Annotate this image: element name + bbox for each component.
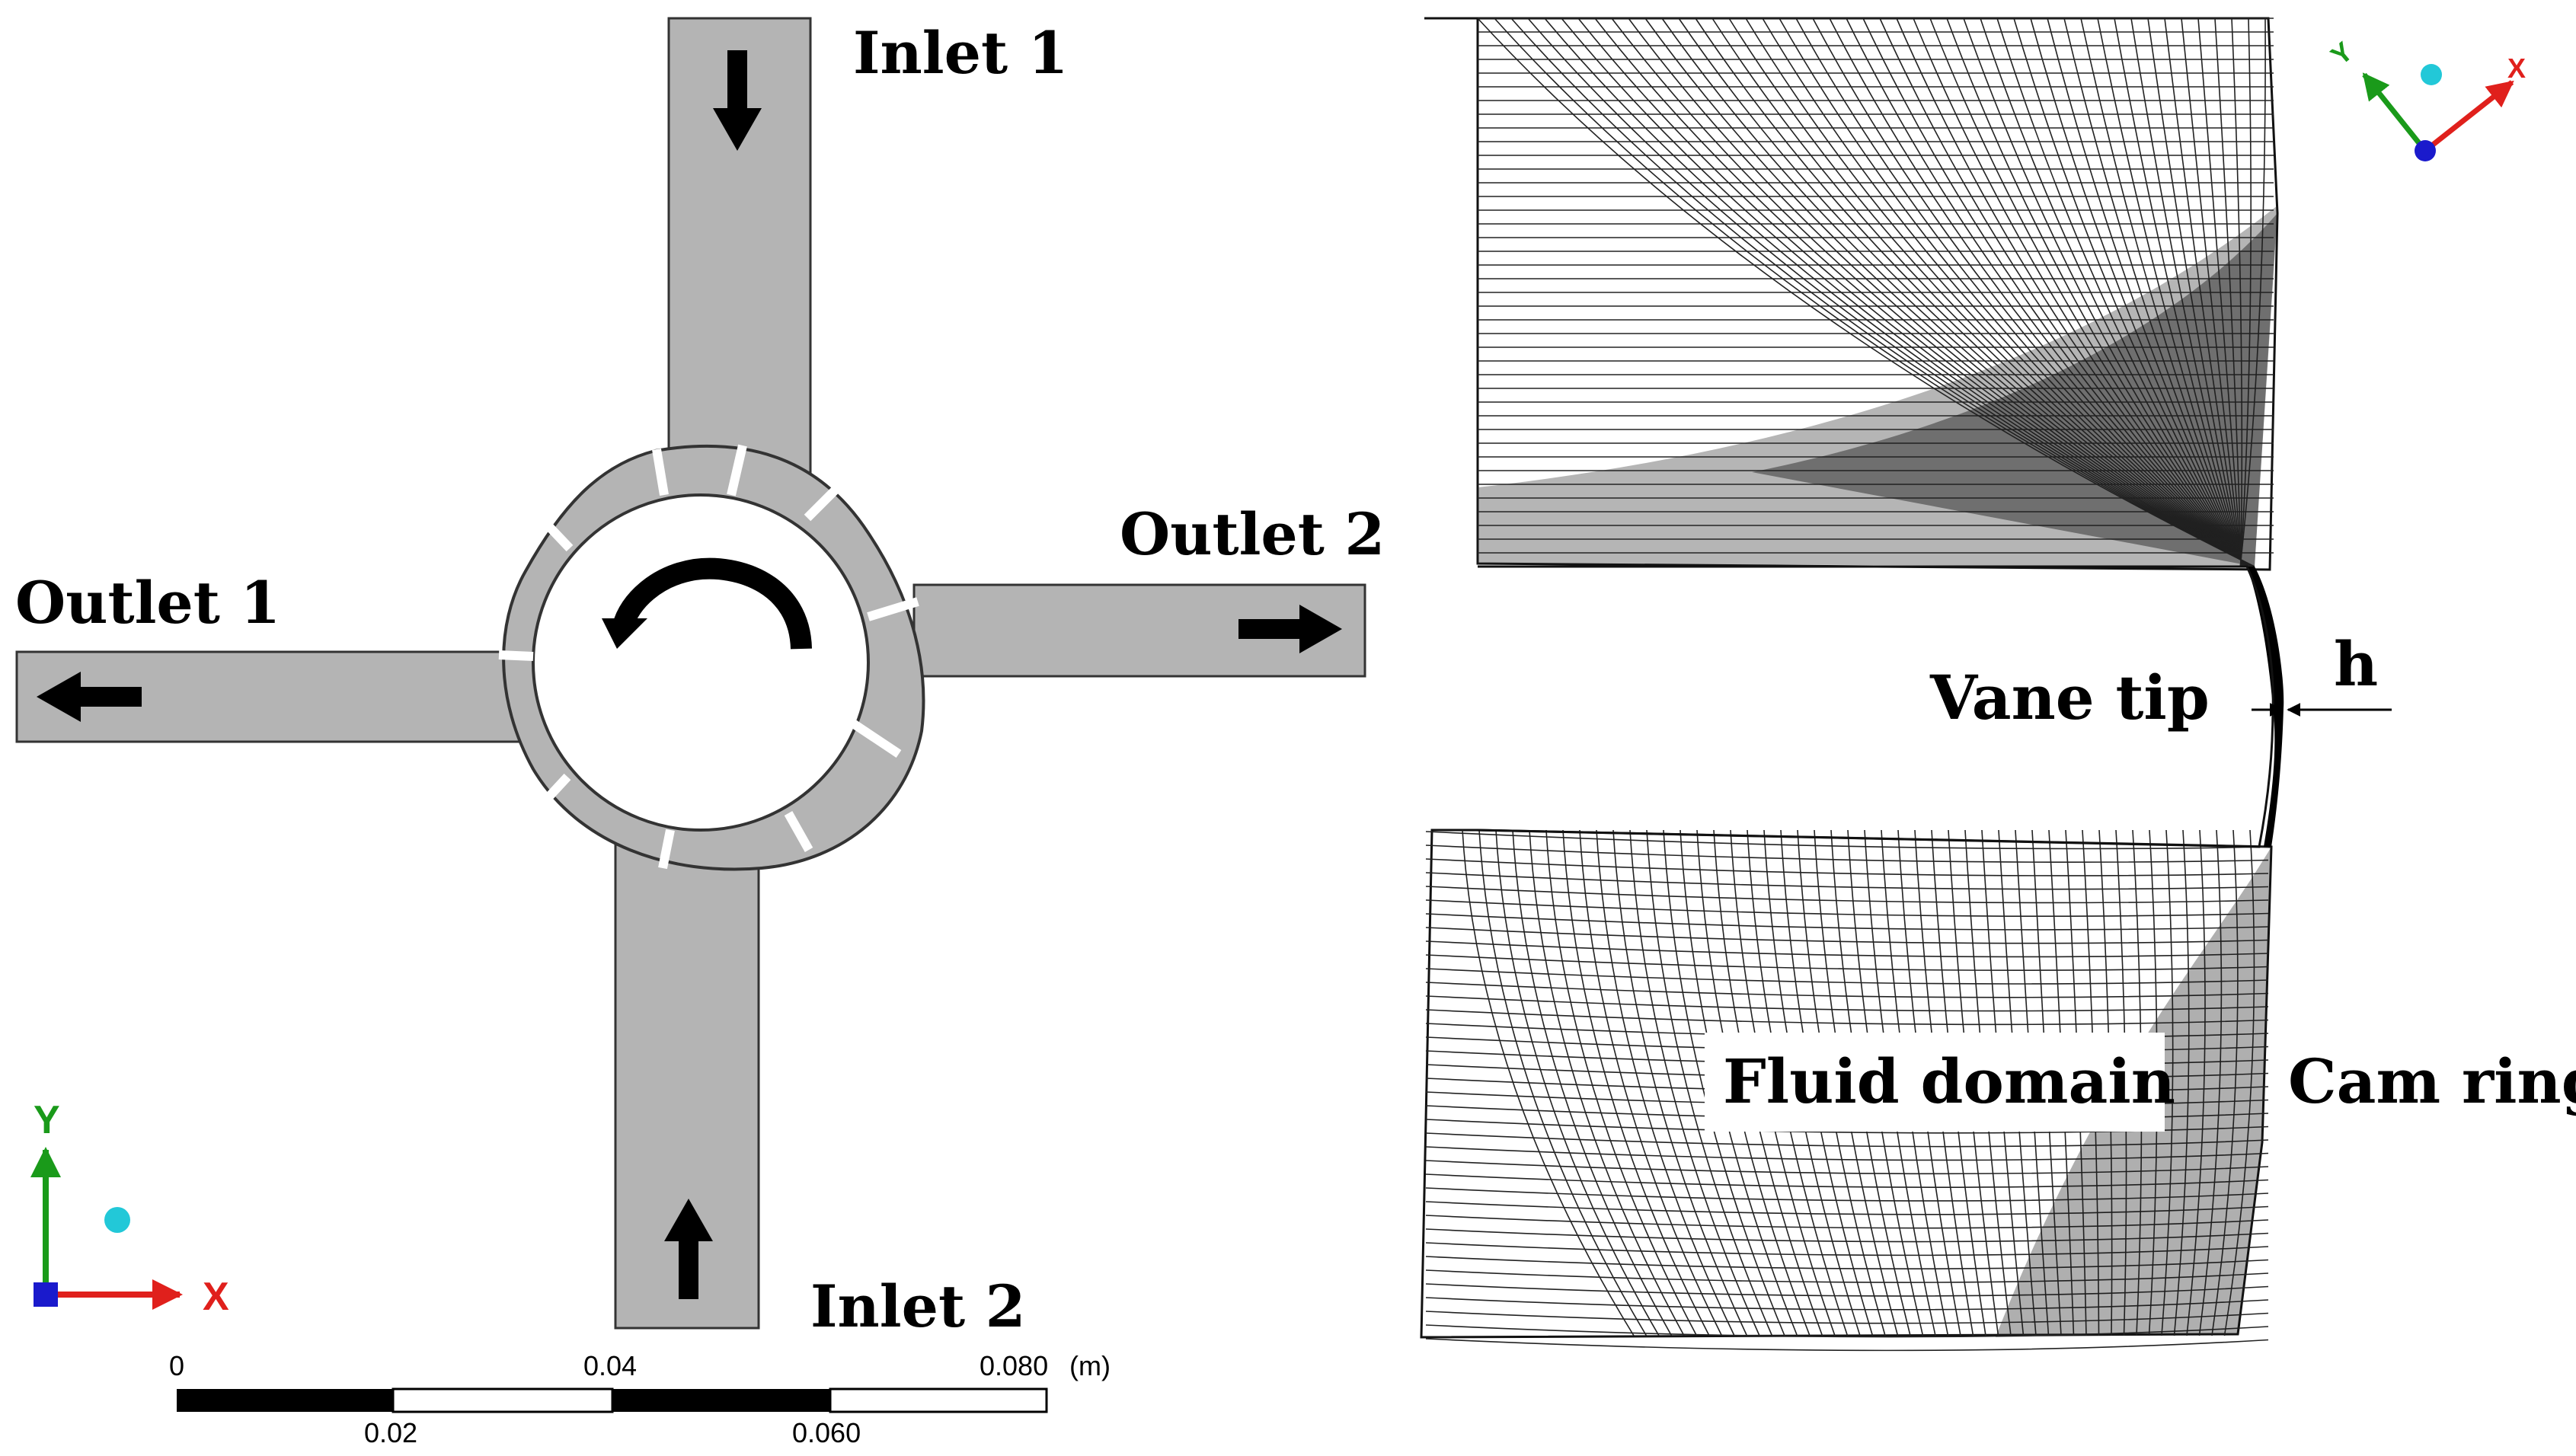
gap-h-label: h (2334, 628, 2378, 700)
mesh-view: Vane tip h Fluid domain Cam ring (1420, 17, 2576, 1352)
mesh-line (1425, 954, 2269, 972)
fluid-domain-label-bg (1705, 1033, 2165, 1132)
mesh-line (1425, 1297, 2269, 1311)
x-axis-label: X (2507, 53, 2526, 84)
origin-ball (104, 1207, 130, 1233)
inlet1-label: Inlet 1 (853, 19, 1068, 87)
scale-tick-0080: 0.080 (980, 1350, 1048, 1381)
mesh-line (1425, 1201, 2269, 1215)
mesh-line (1425, 872, 2269, 890)
mesh-line (1612, 829, 1748, 1336)
mesh-line (1529, 829, 1685, 1336)
mesh-line (1629, 829, 1760, 1336)
left-axis-triad: Y X (30, 1098, 229, 1319)
outlet2-arrow (1238, 605, 1342, 653)
mesh-line (1425, 995, 2269, 1012)
mesh-line (1425, 1215, 2269, 1229)
y-axis-label: Y (2325, 36, 2359, 72)
vane-slots (498, 444, 919, 870)
mesh-line (1495, 829, 1660, 1336)
mesh-line (1545, 829, 1698, 1336)
scale-unit: (m) (1069, 1350, 1111, 1381)
outlet1-arrow (37, 672, 142, 722)
flow-arrows (37, 50, 1342, 1299)
inlet1-arrow (713, 50, 762, 151)
outlet2-label: Outlet 2 (1120, 500, 1385, 568)
mesh-line (1579, 829, 1723, 1336)
mesh-line (1425, 1311, 2269, 1324)
mesh-line (1425, 1338, 2269, 1352)
mesh-line (1425, 1173, 2269, 1188)
y-axis-label: Y (34, 1098, 60, 1142)
mesh-line (1425, 1269, 2269, 1283)
mesh-line (1425, 845, 2269, 864)
scale-bar: 0 0.04 0.080 (m) 0.02 0.060 (169, 1350, 1111, 1448)
pump-geometry: Inlet 1 Inlet 2 Outlet 1 Outlet 2 (15, 17, 1385, 1340)
z-axis-ball (2415, 140, 2436, 161)
mesh-line (1425, 1132, 2269, 1148)
mesh-line (1425, 1242, 2269, 1256)
rotor-face (539, 501, 862, 824)
scale-tick-004: 0.04 (583, 1350, 637, 1381)
fluid-domain-label: Fluid domain (1723, 1046, 2175, 1117)
vane-tip-label: Vane tip (1929, 662, 2210, 733)
scale-tick-0: 0 (169, 1350, 184, 1381)
mesh-line (1425, 1187, 2269, 1202)
upper-mesh (1424, 17, 2279, 571)
mesh-line (1663, 829, 1785, 1336)
mesh-line (1425, 1256, 2269, 1270)
mesh-line (1596, 829, 1735, 1336)
mesh-line (1425, 968, 2269, 985)
mesh-line (1425, 1009, 2269, 1026)
inlet2-label: Inlet 2 (810, 1272, 1025, 1340)
mesh-line (1425, 1228, 2269, 1243)
scale-tick-0060: 0.060 (792, 1417, 861, 1448)
rotation-arrow (612, 557, 812, 650)
mesh-line (1512, 829, 1673, 1336)
origin-ball (2421, 64, 2442, 85)
mesh-line (1425, 913, 2269, 931)
mesh-line (1562, 829, 1710, 1336)
mesh-line (1425, 940, 2269, 958)
mesh-line (1425, 1324, 2269, 1338)
gap-mesh (2247, 567, 2284, 847)
inlet2-arrow (664, 1199, 713, 1299)
mesh-line (1646, 829, 1773, 1336)
outlet1-label: Outlet 1 (15, 569, 280, 637)
mesh-line (1425, 927, 2269, 944)
mesh-line (1425, 1146, 2269, 1161)
scale-tick-002: 0.02 (364, 1417, 417, 1448)
x-axis-label: X (203, 1275, 229, 1319)
z-axis-block (34, 1282, 58, 1307)
mesh-line (1425, 858, 2269, 876)
mesh-line (1425, 831, 2269, 850)
right-axis-triad: Y X (2325, 36, 2526, 161)
mesh-line (1425, 1283, 2269, 1297)
cam-ring-label: Cam ring (2288, 1046, 2576, 1117)
mesh-line (1425, 899, 2269, 917)
mesh-line (1425, 982, 2269, 998)
mesh-line (1425, 1160, 2269, 1175)
rotation-arrowhead (602, 618, 647, 649)
mesh-line (1425, 886, 2269, 904)
